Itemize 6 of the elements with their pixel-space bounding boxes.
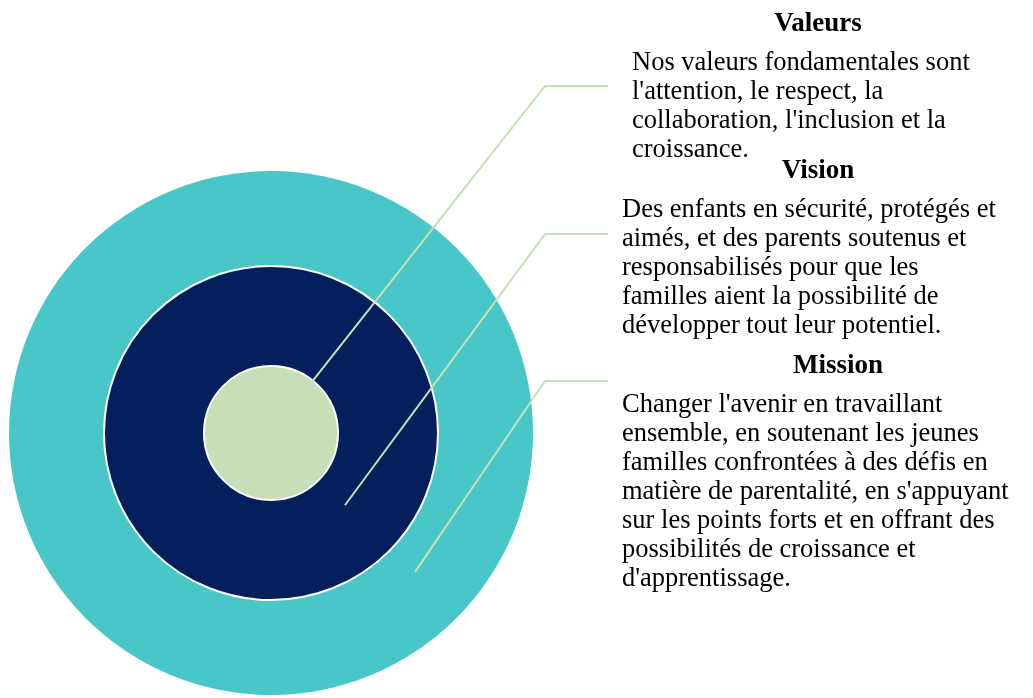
section-heading: Mission xyxy=(792,348,884,381)
leader-line xyxy=(343,233,609,507)
description-text: Changer l'avenir en travaillant ensemble, en soutenant les jeunes familles confrontées à des défis en matière de parentalité, en s'appuyant sur les points forts et en offrant des possibilités de croissance et d'apprentissage. xyxy=(622,389,1010,592)
leader-line xyxy=(414,380,609,573)
section-heading: Valeurs xyxy=(773,6,863,39)
description-text: Des enfants en sécurité, protégés et aimés, et des parents soutenus et responsabilisés pour que les familles aient la possibilité de développer tout leur potentiel. xyxy=(622,194,997,339)
